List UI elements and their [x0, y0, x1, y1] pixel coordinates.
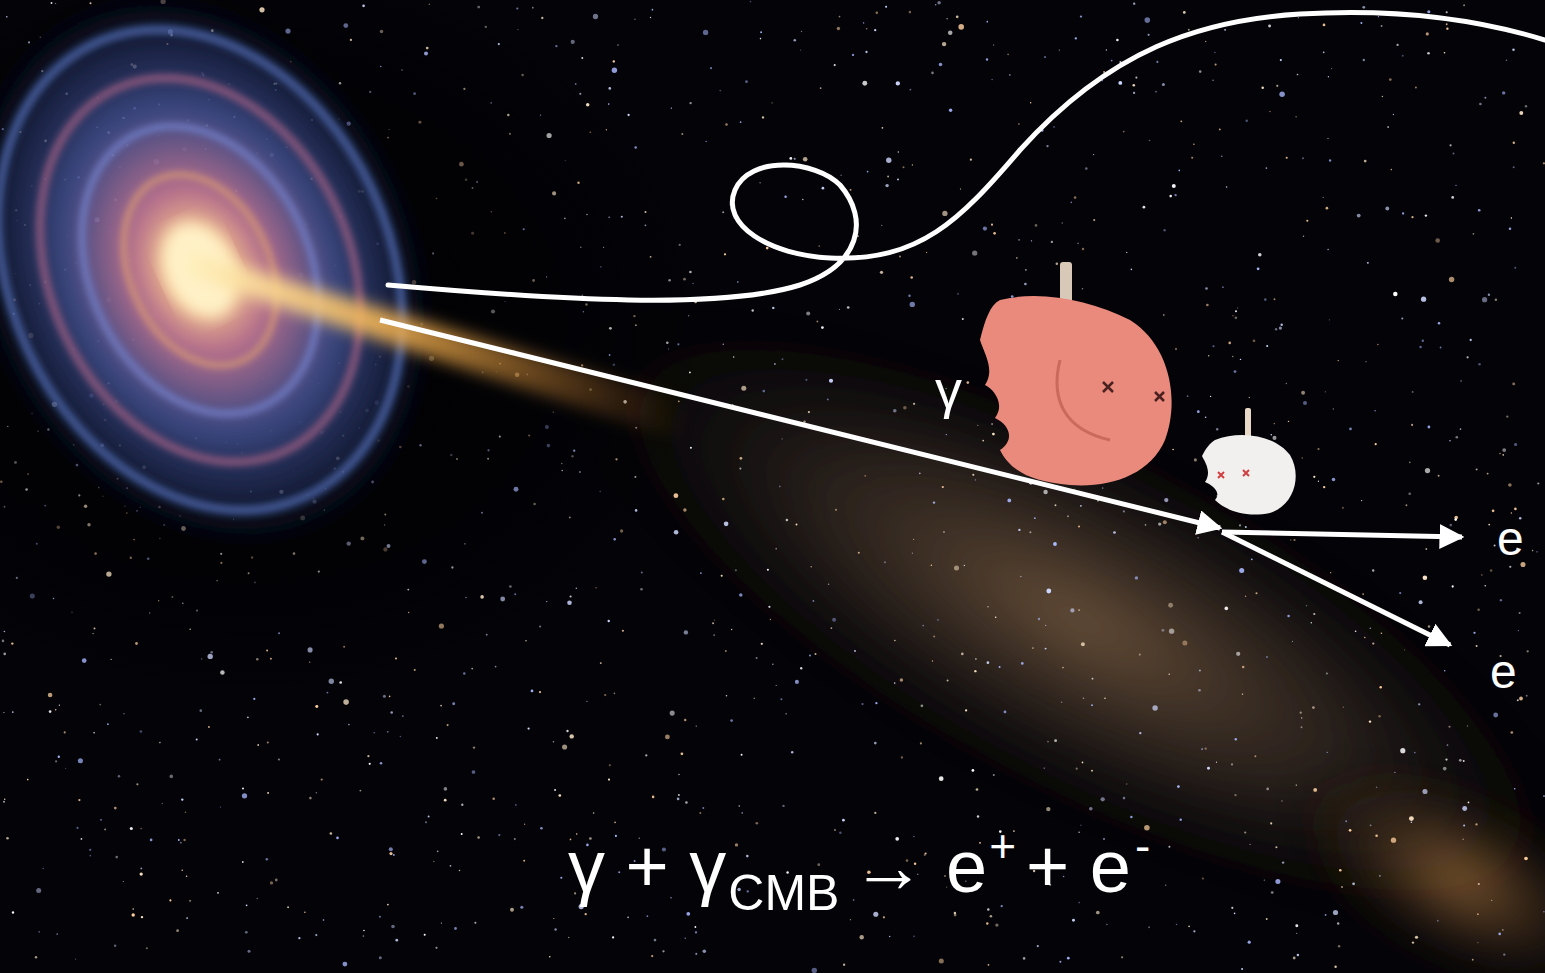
positron-track: [1222, 532, 1450, 645]
equation-term: + e: [1026, 830, 1131, 904]
equation-term: CMB: [728, 868, 839, 918]
equation-term: → e: [851, 830, 987, 904]
cmb-photon-plush: [1202, 408, 1296, 515]
reaction-equation: γ + γCMB→ e++ e-: [568, 830, 1150, 904]
electron-track: [1222, 532, 1462, 537]
charged-particle-path: [388, 12, 1545, 300]
photon-plush: [980, 262, 1172, 485]
equation-term: γ + γ: [568, 830, 726, 904]
milky-way-core: [1241, 707, 1545, 973]
equation-term: -: [1135, 823, 1150, 869]
photon-label: γ: [935, 362, 962, 416]
particle-label: e: [1497, 515, 1524, 563]
jet: [185, 250, 690, 440]
particle-label: e: [1490, 648, 1517, 696]
equation-term: +: [989, 823, 1016, 869]
galaxy: [0, 0, 535, 639]
